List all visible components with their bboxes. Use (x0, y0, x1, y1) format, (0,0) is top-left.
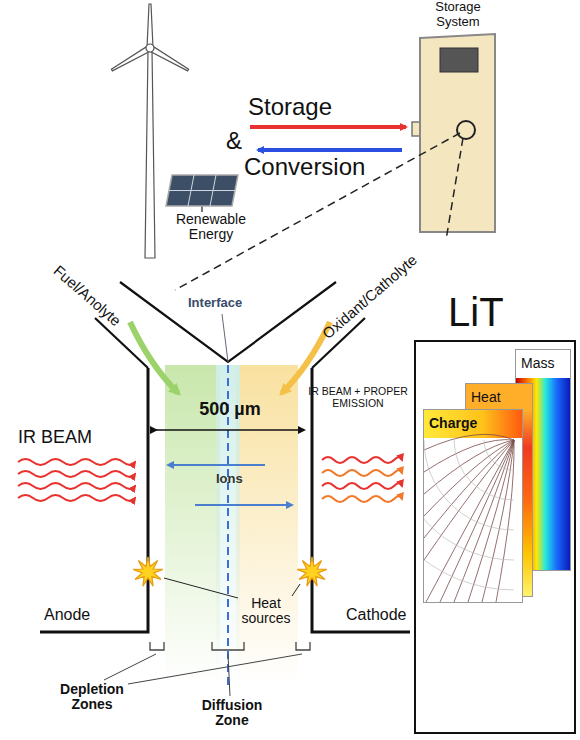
storage-system: Storage System (415, 0, 501, 34)
heat-source (297, 557, 327, 586)
node-label: LiT (448, 290, 504, 334)
zone-brackets (150, 642, 310, 650)
electrode-label: Anode (44, 606, 90, 624)
arrow-label: & (226, 128, 242, 154)
charge-map: Charge (424, 410, 522, 602)
arrow-label: Storage (248, 94, 332, 120)
heat-source (133, 557, 163, 586)
fuel-arrow (130, 322, 178, 393)
beam-label: IR BEAM + PROPER EMISSION (308, 386, 408, 409)
interface-label: Interface (188, 296, 242, 310)
leader-line (222, 314, 228, 362)
charge-field-lines (424, 410, 522, 602)
ion-arrow (195, 504, 292, 506)
source-label: Renewable Energy (168, 212, 254, 243)
ion-arrow (168, 464, 265, 466)
leader-line (104, 654, 302, 696)
dimension-label: 500 µm (180, 400, 280, 420)
flow-label: Oxidant/Catholyte (320, 252, 421, 343)
zone-label: Diffusion Zone (192, 698, 272, 729)
emission-waves (322, 457, 402, 502)
arrow-label: Conversion (244, 154, 365, 180)
storage-housing (412, 34, 495, 232)
dimension-line (156, 429, 304, 431)
conversion-arrow (258, 148, 402, 152)
ir-waves (18, 459, 135, 501)
lit-panel: LiT MassHeatCharge (410, 288, 578, 738)
node-label: Heat (466, 384, 532, 405)
flow-label: Fuel/Anolyte (50, 262, 124, 329)
ion-label: Ions (216, 472, 243, 486)
beam-label: IR BEAM (18, 428, 92, 448)
node-label: Charge (424, 410, 522, 431)
zone-label: Depletion Zones (50, 682, 134, 713)
feed-line (446, 138, 463, 240)
node-label: Storage System (423, 0, 493, 30)
leader-line (164, 578, 238, 598)
electrode-label: Cathode (346, 606, 407, 624)
storage-arrow (250, 125, 406, 129)
solar-panel (166, 175, 238, 212)
leader-line (292, 584, 300, 596)
heat-label: Heat sources (236, 596, 296, 627)
node-label: Mass (516, 350, 570, 371)
